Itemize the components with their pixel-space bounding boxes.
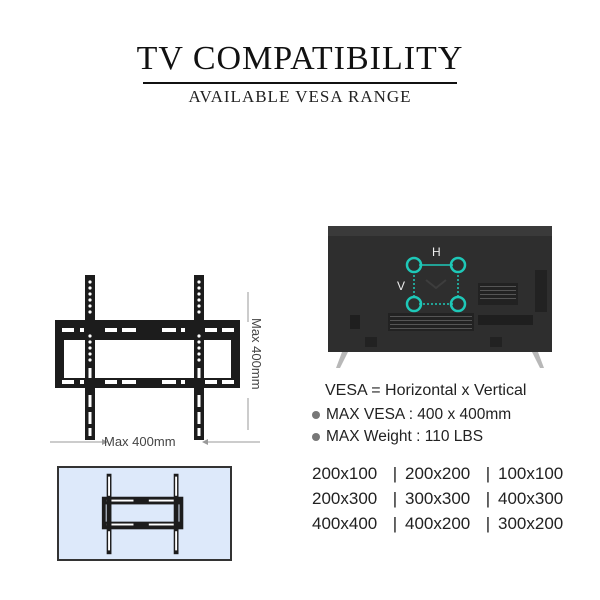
spec-label: MAX VESA : 400 x 400mm (326, 406, 512, 423)
bullet-icon (312, 411, 320, 419)
mini-bracket-icon (101, 473, 184, 555)
page-subtitle: AVAILABLE VESA RANGE (188, 87, 412, 106)
tv-back-illustration: H V (328, 226, 552, 368)
separator: | (485, 514, 491, 533)
vesa-size: 300x300 (405, 489, 471, 508)
spec-max-weight: MAX Weight : 110 LBS (312, 428, 483, 446)
vesa-definition: VESA = Horizontal x Vertical (325, 382, 527, 399)
wall-bracket-icon (50, 275, 260, 445)
title-divider (143, 82, 457, 84)
vesa-hole-pattern (405, 256, 467, 313)
h-label: H (432, 245, 441, 259)
vesa-size: 400x400 (312, 514, 378, 533)
vesa-size: 100x100 (498, 464, 564, 483)
vesa-size: 400x300 (498, 489, 564, 508)
spec-max-vesa: MAX VESA : 400 x 400mm (312, 406, 511, 424)
bullet-icon (312, 433, 320, 441)
vertical-dimension-label: Max 400mm (249, 318, 264, 390)
vesa-row: 200x100 | 200x200 | 100x100 (312, 461, 571, 486)
wall-mount-preview (57, 466, 232, 561)
vesa-size-list: 200x100 | 200x200 | 100x100 200x300 | 30… (312, 461, 571, 536)
vesa-row: 200x300 | 300x300 | 400x300 (312, 486, 571, 511)
separator: | (392, 464, 398, 483)
vesa-size: 200x100 (312, 464, 378, 483)
horizontal-dimension-label: Max 400mm (104, 434, 176, 449)
separator: | (485, 489, 491, 508)
separator: | (392, 489, 398, 508)
spec-label: MAX Weight : 110 LBS (326, 428, 484, 445)
page-title: TV COMPATIBILITY (136, 40, 464, 77)
vesa-row: 400x400 | 400x200 | 300x200 (312, 511, 571, 536)
vesa-size: 200x200 (405, 464, 471, 483)
v-label: V (397, 279, 405, 293)
vesa-size: 300x200 (498, 514, 564, 533)
vesa-size: 200x300 (312, 489, 378, 508)
separator: | (392, 514, 398, 533)
separator: | (485, 464, 491, 483)
vesa-size: 400x200 (405, 514, 471, 533)
